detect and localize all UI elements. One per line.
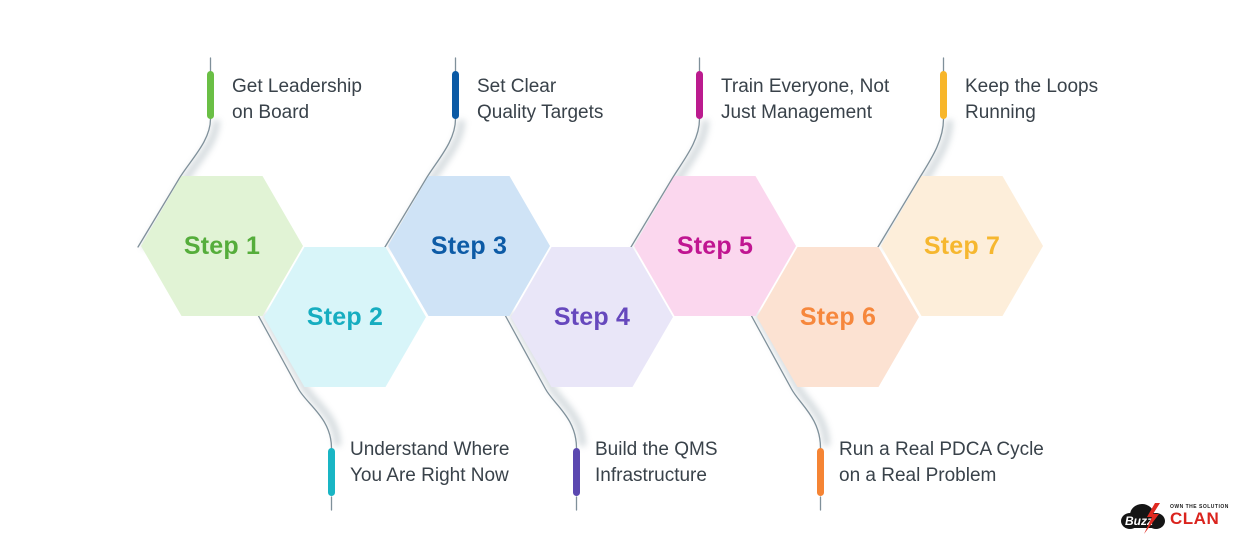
hexagon-step-6: Step 6 (757, 247, 919, 387)
annotation-line: Keep the Loops (965, 76, 1099, 97)
logo-clan-text: CLAN (1170, 509, 1220, 528)
hexagon-step-4: Step 4 (511, 247, 673, 387)
hexagon-step-2: Step 2 (264, 247, 426, 387)
annotation-bar-step-6 (817, 448, 824, 496)
annotation-line: Build the QMS (595, 439, 718, 460)
annotation-text-step-3: Set Clear Quality Targets (477, 74, 603, 126)
annotation-text-step-5: Train Everyone, Not Just Management (721, 74, 889, 126)
annotation-line: Infrastructure (595, 465, 707, 486)
annotation-line: Running (965, 102, 1036, 123)
annotation-line: on Board (232, 102, 310, 123)
annotation-line: Run a Real PDCA Cycle (839, 439, 1044, 460)
annotation-bar-step-1 (207, 71, 214, 119)
buzzclan-cloud-icon: Buzz (1121, 503, 1165, 534)
annotation-bar-step-2 (328, 448, 335, 496)
logo-bolt-icon (1144, 503, 1160, 534)
annotation-text-step-2: Understand Where You Are Right Now (350, 437, 509, 489)
step-7-label: Step 7 (923, 231, 1001, 260)
annotation-line: Get Leadership (232, 76, 362, 97)
step-4-label: Step 4 (553, 302, 631, 331)
annotation-line: Quality Targets (477, 102, 604, 123)
logo-buzz-text: Buzz (1125, 514, 1153, 528)
annotation-bar-step-7 (940, 71, 947, 119)
annotation-line: on a Real Problem (839, 465, 997, 486)
step-2-label: Step 2 (306, 302, 384, 331)
annotation-line: Train Everyone, Not (721, 76, 890, 97)
annotation-text-step-6: Run a Real PDCA Cycle on a Real Problem (839, 437, 1044, 489)
annotation-bar-step-4 (573, 448, 580, 496)
logo-tagline: OWN THE SOLUTION (1170, 504, 1229, 510)
annotation-line: Set Clear (477, 76, 557, 97)
step-5-label: Step 5 (676, 231, 754, 260)
annotation-line: Just Management (721, 102, 873, 123)
annotation-text-step-7: Keep the Loops Running (965, 74, 1098, 126)
step-1-label: Step 1 (183, 231, 261, 260)
annotation-text-step-1: Get Leadership on Board (232, 74, 362, 126)
annotation-text-step-4: Build the QMS Infrastructure (595, 437, 718, 489)
annotation-line: Understand Where (350, 439, 510, 460)
buzzclan-logo: Buzz OWN THE SOLUTION CLAN (1120, 500, 1229, 536)
step-3-label: Step 3 (430, 231, 508, 260)
annotation-bar-step-3 (452, 71, 459, 119)
annotation-bar-step-5 (696, 71, 703, 119)
step-6-label: Step 6 (799, 302, 877, 331)
annotation-line: You Are Right Now (350, 465, 509, 486)
